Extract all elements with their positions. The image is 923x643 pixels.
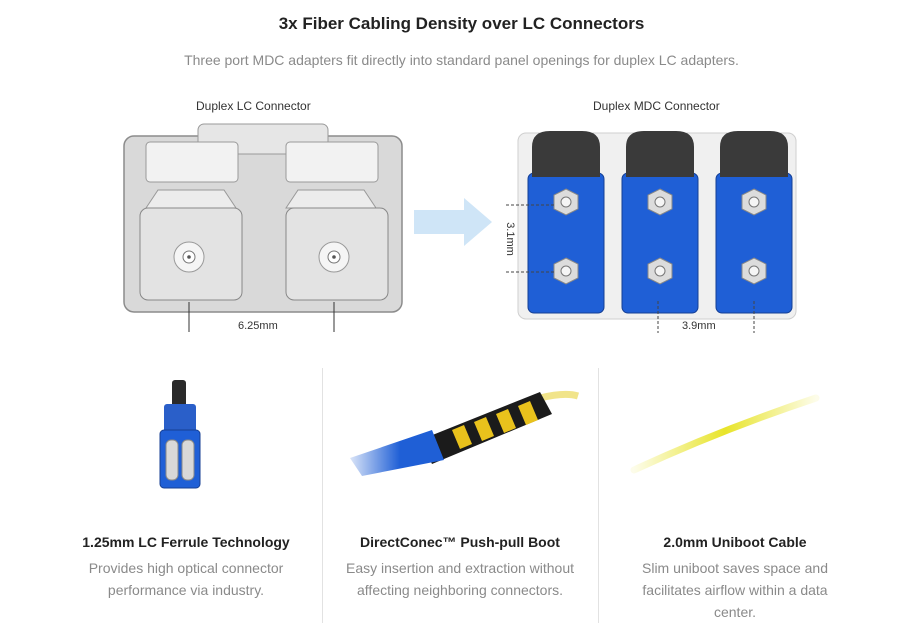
lc-connector-diagram — [123, 123, 403, 332]
lc-caption: Duplex LC Connector — [196, 99, 311, 113]
page-title: 3x Fiber Cabling Density over LC Connect… — [278, 14, 645, 33]
feature-1-title: 1.25mm LC Ferrule Technology — [82, 534, 290, 550]
page-subtitle: Three port MDC adapters fit directly int… — [184, 52, 739, 68]
lc-ferrule-image — [159, 380, 201, 489]
mdc-caption: Duplex MDC Connector — [593, 99, 720, 113]
feature-3-title: 2.0mm Uniboot Cable — [663, 534, 807, 550]
push-pull-boot-image — [340, 378, 580, 478]
mdc-connector-diagram — [506, 131, 797, 333]
lc-spacing-label: 6.25mm — [238, 320, 278, 332]
column-divider — [322, 368, 323, 623]
column-divider — [598, 368, 599, 623]
feature-2-description: Easy insertion and extraction without af… — [346, 560, 575, 598]
feature-1-description: Provides high optical connector performa… — [88, 560, 284, 598]
mdc-vertical-spacing-label: 3.1mm — [504, 222, 516, 256]
arrow-right-icon — [414, 198, 492, 246]
uniboot-cable-image — [630, 394, 820, 474]
feature-2-title: DirectConec™ Push-pull Boot — [360, 534, 560, 550]
feature-3-description: Slim uniboot saves space and facilitates… — [642, 560, 828, 620]
mdc-horizontal-spacing-label: 3.9mm — [682, 320, 716, 332]
